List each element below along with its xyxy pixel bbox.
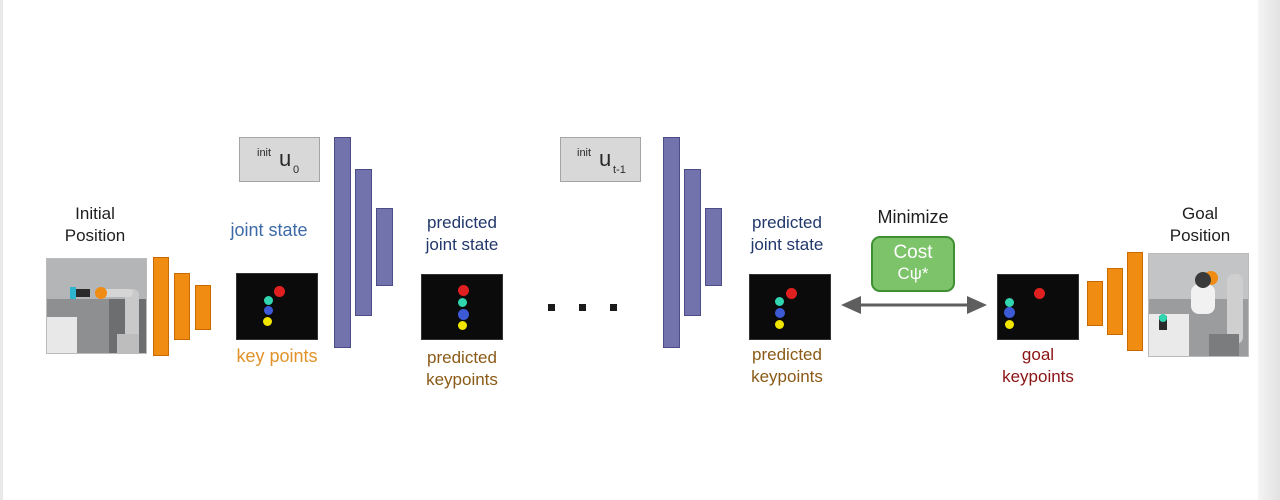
initial-robot-image [47,259,146,353]
ellipsis-dots [548,298,641,316]
input-ut-1-box: init u t-1 [560,137,641,182]
minimize-label: Minimize [877,207,949,227]
goal-label-line1: Goal [1182,204,1218,223]
arrow-head-left [841,296,861,314]
keypoint-red [458,285,469,296]
keypoint-yellow [775,320,784,329]
u0-subscript: 0 [293,164,300,176]
keypoint-red [274,286,285,297]
goal-position-photo [1148,253,1249,357]
predicted-joint-state-label-1: predicted joint state [405,212,519,256]
slide-canvas: Initial Position init u 0 joint state [3,0,1258,500]
initial-position-label: Initial Position [43,203,147,247]
pjs2-line1: predicted [752,213,822,232]
ellipsis-dot [579,304,586,311]
joint-state-label: joint state [230,220,308,240]
keypoint-image-initial [236,273,318,340]
input-u0-box: init u 0 [239,137,320,182]
encoder-layer-2 [174,273,190,340]
pkp2-line1: predicted [752,345,822,364]
pjs2-line2: joint state [750,235,824,254]
keypoint-blue [264,306,273,315]
dynamics-net-2-layer-1 [663,137,680,348]
pjs1-line1: predicted [427,213,497,232]
ut1-subscript: t-1 [613,164,626,176]
cost-box: Cost Cψ* [871,236,955,292]
dynamics-net-2-layer-2 [684,169,701,316]
keypoint-image-predicted-2 [749,274,831,340]
initial-label-line2: Position [64,226,126,245]
ut1-symbol: u [599,146,612,171]
predicted-keypoints-label-1: predicted keypoints [405,347,519,391]
dynamics-net-1-layer-3 [376,208,393,286]
double-arrow [841,296,987,314]
encoder-layer-1 [153,257,169,356]
pjs1-line2: joint state [425,235,499,254]
pkp1-line2: keypoints [426,370,498,389]
goal-encoder-layer-1 [1127,252,1143,351]
keypoint-yellow [263,317,272,326]
ellipsis-dot [548,304,555,311]
arrow-head-right [967,296,987,314]
keypoint-yellow [458,321,467,330]
predicted-joint-state-label-2: predicted joint state [730,212,844,256]
cost-formula: Cψ* [897,264,929,283]
keypoint-image-goal [997,274,1079,340]
u0-superscript: init [257,147,272,159]
cost-label: Cost [893,242,933,263]
keypoint-cyan [775,297,784,306]
keypoint-cyan [458,298,467,307]
keypoint-blue [458,309,469,320]
initial-label-line1: Initial [75,204,115,223]
keypoint-cyan [1005,298,1014,307]
gkp-line1: goal [1021,345,1055,364]
ut1-superscript: init [577,147,592,159]
slide-edge [1258,0,1280,500]
pkp1-line1: predicted [427,348,497,367]
goal-position-label: Goal Position [1148,203,1252,247]
goal-robot-image [1149,254,1248,356]
keypoint-red [1034,288,1045,299]
keypoint-cyan [264,296,273,305]
keypoint-image-predicted-1 [421,274,503,340]
gkp-line2: keypoints [1002,367,1074,386]
keypoint-blue [1004,307,1015,318]
goal-label-line2: Position [1169,226,1231,245]
dynamics-net-1-layer-1 [334,137,351,348]
encoder-layer-3 [195,285,211,330]
ellipsis-dot [610,304,617,311]
goal-encoder-layer-2 [1107,268,1123,335]
key-points-label: key points [236,346,318,366]
keypoint-yellow [1005,320,1014,329]
u0-symbol: u [279,146,292,171]
initial-position-photo [46,258,147,354]
goal-encoder-layer-3 [1087,281,1103,326]
keypoint-red [786,288,797,299]
dynamics-net-1-layer-2 [355,169,372,316]
dynamics-net-2-layer-3 [705,208,722,286]
predicted-keypoints-label-2: predicted keypoints [730,344,844,388]
keypoint-blue [775,308,785,318]
goal-keypoints-label: goal keypoints [981,344,1095,388]
pkp2-line2: keypoints [751,367,823,386]
